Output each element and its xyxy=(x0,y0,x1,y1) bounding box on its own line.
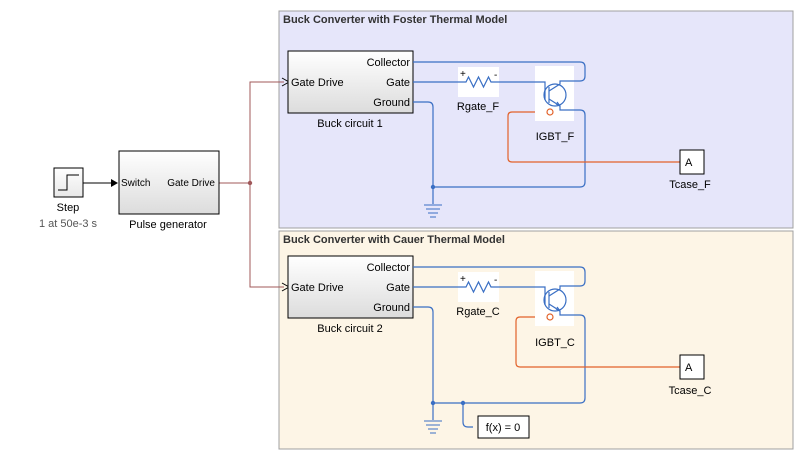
tcase-f-symbol: A xyxy=(685,157,693,169)
step-label: Step xyxy=(57,202,80,214)
line-to-buck1 xyxy=(249,81,284,183)
cauer-area-title: Buck Converter with Cauer Thermal Model xyxy=(283,234,505,246)
igbt-icon xyxy=(535,80,574,111)
buck2-gate-drive-port: Gate Drive xyxy=(291,282,344,294)
igbt-c-thermal-port xyxy=(546,313,554,321)
branch-point xyxy=(247,180,253,186)
buck1-gate-drive-port: Gate Drive xyxy=(291,77,344,89)
tcase-c-block[interactable]: A Tcase_C xyxy=(669,354,712,397)
thermal-lines xyxy=(507,111,680,368)
step-block[interactable]: Step 1 at 50e-3 s xyxy=(39,167,98,230)
step-icon xyxy=(58,174,79,191)
rgate-f-block[interactable]: + - Rgate_F xyxy=(457,67,499,113)
resistor-icon xyxy=(458,75,499,89)
buck2-label: Buck circuit 2 xyxy=(317,323,382,335)
line-to-buck2 xyxy=(249,183,284,288)
buck-circuit-2-block[interactable]: Gate Drive Collector Gate Ground Buck ci… xyxy=(287,255,414,335)
foster-area-title: Buck Converter with Foster Thermal Model xyxy=(283,14,507,26)
pulse-generator-block[interactable]: Switch Gate Drive Pulse generator xyxy=(118,150,220,231)
buck1-label: Buck circuit 1 xyxy=(317,118,382,130)
igbt-f-block[interactable]: IGBT_F xyxy=(535,66,575,143)
foster-ground-icon xyxy=(424,204,442,218)
igbt-c-label: IGBT_C xyxy=(535,337,575,349)
tcase-c-label: Tcase_C xyxy=(669,385,712,397)
solver-label: f(x) = 0 xyxy=(486,422,521,434)
pulse-in-port-label: Switch xyxy=(121,178,150,189)
rgate-c-minus: - xyxy=(494,275,497,286)
tcase-f-block[interactable]: A Tcase_F xyxy=(669,149,711,191)
rgate-f-label: Rgate_F xyxy=(457,101,499,113)
pulse-generator-label: Pulse generator xyxy=(129,219,207,231)
step-output-arrow xyxy=(111,179,118,187)
step-param: 1 at 50e-3 s xyxy=(39,218,98,230)
foster-ground-junction xyxy=(430,184,436,190)
tcase-f-label: Tcase_F xyxy=(669,179,711,191)
signal-lines xyxy=(219,81,284,288)
buck1-ground-port: Ground xyxy=(373,97,410,109)
rgate-c-label: Rgate_C xyxy=(456,306,499,318)
buck1-collector-port: Collector xyxy=(367,57,411,69)
tcase-c-symbol: A xyxy=(685,362,693,374)
buck1-gate-port: Gate xyxy=(386,77,410,89)
cauer-solver-junction xyxy=(460,400,466,406)
igbt-f-thermal-port xyxy=(546,108,554,116)
rgate-f-minus: - xyxy=(494,70,497,81)
buck2-ground-port: Ground xyxy=(373,302,410,314)
pulse-out-port-label: Gate Drive xyxy=(167,178,215,189)
rgate-c-block[interactable]: + - Rgate_C xyxy=(456,272,500,318)
rgate-f-plus: + xyxy=(460,69,466,80)
rgate-c-plus: + xyxy=(460,274,466,285)
buck2-gate-port: Gate xyxy=(386,282,410,294)
resistor-icon xyxy=(458,280,499,294)
buck-circuit-1-block[interactable]: Gate Drive Collector Gate Ground Buck ci… xyxy=(287,50,414,130)
igbt-icon xyxy=(535,285,574,316)
cauer-electrical-lines xyxy=(413,266,586,428)
igbt-f-label: IGBT_F xyxy=(536,131,575,143)
cauer-ground-icon xyxy=(424,420,442,434)
foster-electrical-lines xyxy=(413,61,586,204)
buck2-collector-port: Collector xyxy=(367,262,411,274)
solver-configuration-block[interactable]: f(x) = 0 xyxy=(477,415,530,439)
igbt-c-block[interactable]: IGBT_C xyxy=(535,271,575,349)
cauer-ground-junction xyxy=(430,400,436,406)
